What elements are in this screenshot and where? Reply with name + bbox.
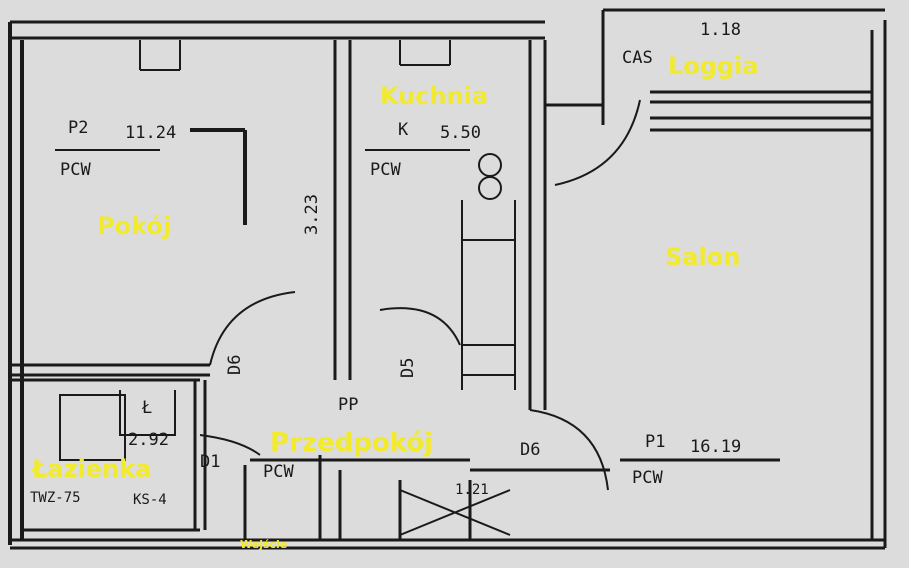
loggia-walls — [601, 8, 885, 132]
stove-burner — [478, 176, 502, 200]
room-dimension: 3.23 — [302, 194, 322, 235]
room-area: 11.24 — [125, 123, 177, 143]
loggia-area: 1.18 — [700, 20, 741, 40]
door-arc-kuchnia — [379, 307, 461, 346]
label-entrance: Wejście — [240, 538, 288, 551]
closet-cross — [399, 489, 511, 536]
wardrobe-mark — [190, 128, 247, 225]
wall-right — [870, 20, 887, 548]
hall-floor: PCW — [263, 462, 294, 482]
bath-fixture-2: KS-4 — [133, 492, 167, 508]
loggia-door-arc — [554, 99, 641, 186]
bath-area: 2.92 — [128, 430, 169, 450]
door-bath-label: D1 — [200, 452, 221, 472]
wall-pokoj-bottom — [10, 363, 210, 377]
wall-pokoj-kuchnia — [333, 40, 352, 380]
label-hall: Przedpokój — [270, 428, 434, 458]
label-room: Pokój — [97, 212, 172, 240]
bath-fixture-1: TWZ-75 — [30, 490, 81, 506]
wall-top — [10, 20, 545, 40]
room-code: P2 — [68, 118, 89, 138]
loggia-code: CAS — [622, 48, 653, 68]
bath-code: Ł — [142, 398, 153, 418]
door-living-label: D6 — [520, 440, 541, 460]
kitchen-floor: PCW — [370, 160, 401, 180]
door-arc-bath — [199, 434, 261, 456]
kitchen-area: 5.50 — [440, 123, 481, 143]
hall-code: PP — [338, 395, 359, 415]
label-bathroom: Łazienka — [32, 455, 152, 483]
label-living: Salon — [665, 243, 741, 271]
wall-salon-bottom — [470, 458, 780, 472]
door-arc-pokoj — [209, 291, 296, 366]
living-code: P1 — [645, 432, 666, 452]
room-floor: PCW — [60, 160, 91, 180]
door-room-label: D6 — [225, 354, 245, 375]
wall-hall — [243, 455, 472, 540]
wall-kuchnia-salon — [528, 40, 603, 410]
label-loggia: Loggia — [668, 52, 759, 80]
door-kitchen-label: D5 — [398, 357, 418, 378]
window-marks — [139, 40, 451, 71]
kitchen-counter — [461, 200, 516, 390]
wall-left — [8, 22, 24, 545]
closet-area: 1.21 — [455, 482, 489, 498]
wall-bottom — [10, 538, 885, 550]
kitchen-code: K — [398, 120, 409, 140]
wall-bathroom — [10, 378, 207, 532]
living-area: 16.19 — [690, 437, 742, 457]
label-kitchen: Kuchnia — [380, 82, 489, 110]
stove-burner — [478, 153, 502, 177]
living-floor: PCW — [632, 468, 663, 488]
bathtub — [59, 390, 176, 461]
door-arc-salon — [529, 409, 609, 491]
